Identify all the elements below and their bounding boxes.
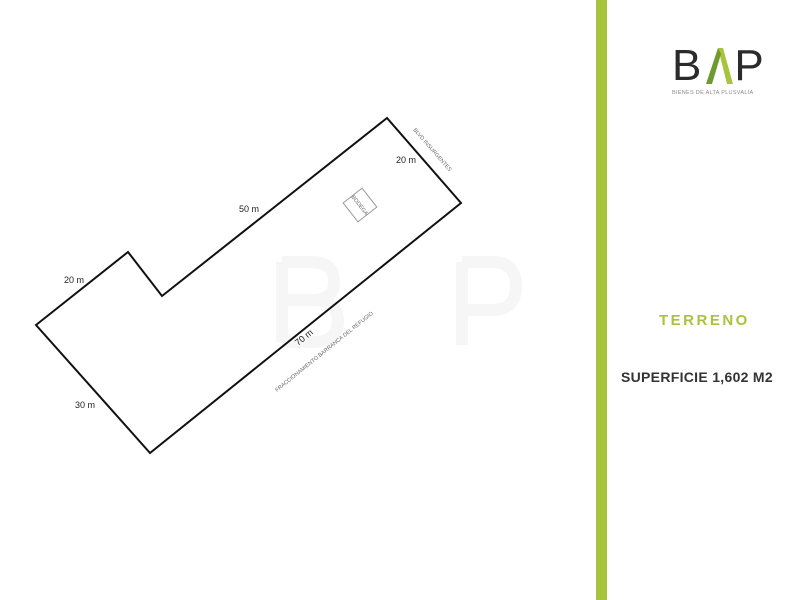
bodega-building: BODEGA bbox=[342, 187, 378, 223]
site-plan: BODEGA 50 m 20 m 20 m 30 m 70 m BLVD INS… bbox=[34, 116, 523, 455]
logo-b: B bbox=[672, 41, 703, 90]
watermark-b-shape bbox=[276, 256, 345, 348]
street-bottom: FRACCIONAMIENTO BARRANCA DEL REFUGIO bbox=[274, 310, 375, 393]
accent-divider bbox=[596, 0, 607, 600]
bodega-label: BODEGA bbox=[350, 194, 369, 216]
dim-left-short: 20 m bbox=[64, 275, 84, 285]
logo: B P BIENES DE ALTA PLUSVALÍA bbox=[672, 41, 772, 97]
logo-tagline: BIENES DE ALTA PLUSVALÍA bbox=[672, 90, 754, 96]
dim-right: 20 m bbox=[396, 155, 416, 165]
property-type: TERRENO bbox=[659, 312, 750, 329]
street-right: BLVD INSURGENTES bbox=[411, 127, 452, 173]
watermark bbox=[276, 256, 523, 348]
dim-left-long: 30 m bbox=[75, 400, 95, 410]
logo-a-mark bbox=[706, 48, 734, 84]
dim-top: 50 m bbox=[239, 204, 259, 214]
property-area: SUPERFICIE 1,602 M2 bbox=[621, 369, 773, 385]
lot-outline bbox=[34, 116, 463, 455]
logo-p: P bbox=[734, 41, 765, 90]
watermark-p-shape bbox=[456, 256, 523, 345]
